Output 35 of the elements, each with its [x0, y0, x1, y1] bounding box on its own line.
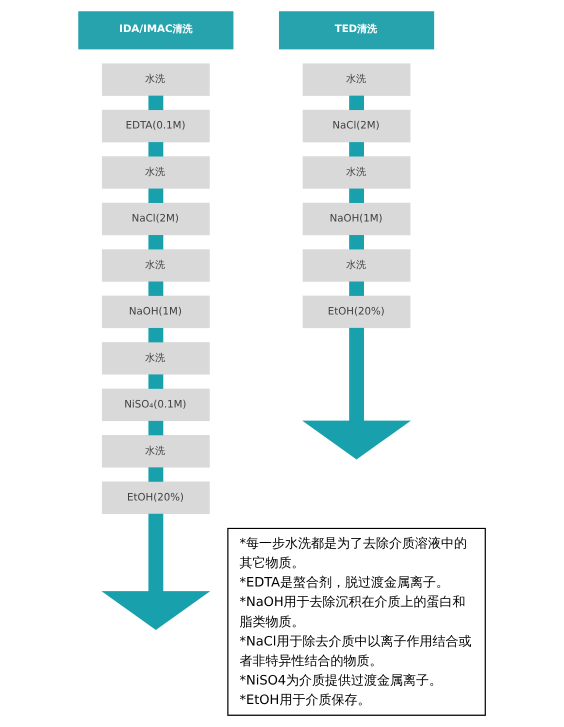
node-box: EtOH(20%): [102, 482, 210, 514]
node-box: 水洗: [302, 63, 410, 96]
node-box: 水洗: [102, 342, 210, 375]
connector: [148, 142, 164, 157]
node-box: 水洗: [302, 156, 410, 189]
node-box: NaCl(2M): [302, 110, 410, 142]
node-box: 水洗: [102, 435, 210, 468]
node-box: IDA/IMAC清洗: [78, 11, 234, 50]
connector: [148, 467, 164, 482]
connector: [148, 235, 164, 250]
connector: [349, 235, 364, 250]
connector: [148, 282, 164, 296]
node-box: *每一步水洗都是为了去除介质溶液中的其它物质。 *EDTA是螯合剂，脱过渡金属离子。 *NaOH用于去除沉积在介质上的蛋白和脂类物质。 *NaCl用于除去介质中以离子作用结合或者非特异性结合的物质。 *NiSO4为介质提供过渡金属离子。 *EtOH用于介质保存。: [227, 528, 486, 716]
node-box: 水洗: [102, 156, 210, 189]
connector: [349, 188, 364, 203]
arrow: [101, 514, 210, 630]
node-box: 水洗: [102, 249, 210, 282]
connector: [148, 374, 164, 389]
connector: [148, 328, 164, 342]
node-box: EDTA(0.1M): [102, 110, 210, 142]
connector: [349, 282, 364, 296]
node-box: TED清洗: [278, 11, 434, 50]
node-box: 水洗: [302, 249, 410, 282]
node-box: NaCl(2M): [102, 202, 210, 236]
connector: [349, 96, 364, 110]
node-box: EtOH(20%): [302, 296, 410, 328]
node-box: NiSO₄(0.1M): [102, 388, 210, 422]
node-box: NaOH(1M): [302, 202, 410, 236]
connector: [349, 142, 364, 157]
connector: [148, 188, 164, 203]
connector: [148, 420, 164, 436]
node-box: NaOH(1M): [102, 296, 210, 328]
node-box: 水洗: [102, 63, 210, 96]
arrow: [302, 328, 411, 460]
connector: [148, 96, 164, 110]
